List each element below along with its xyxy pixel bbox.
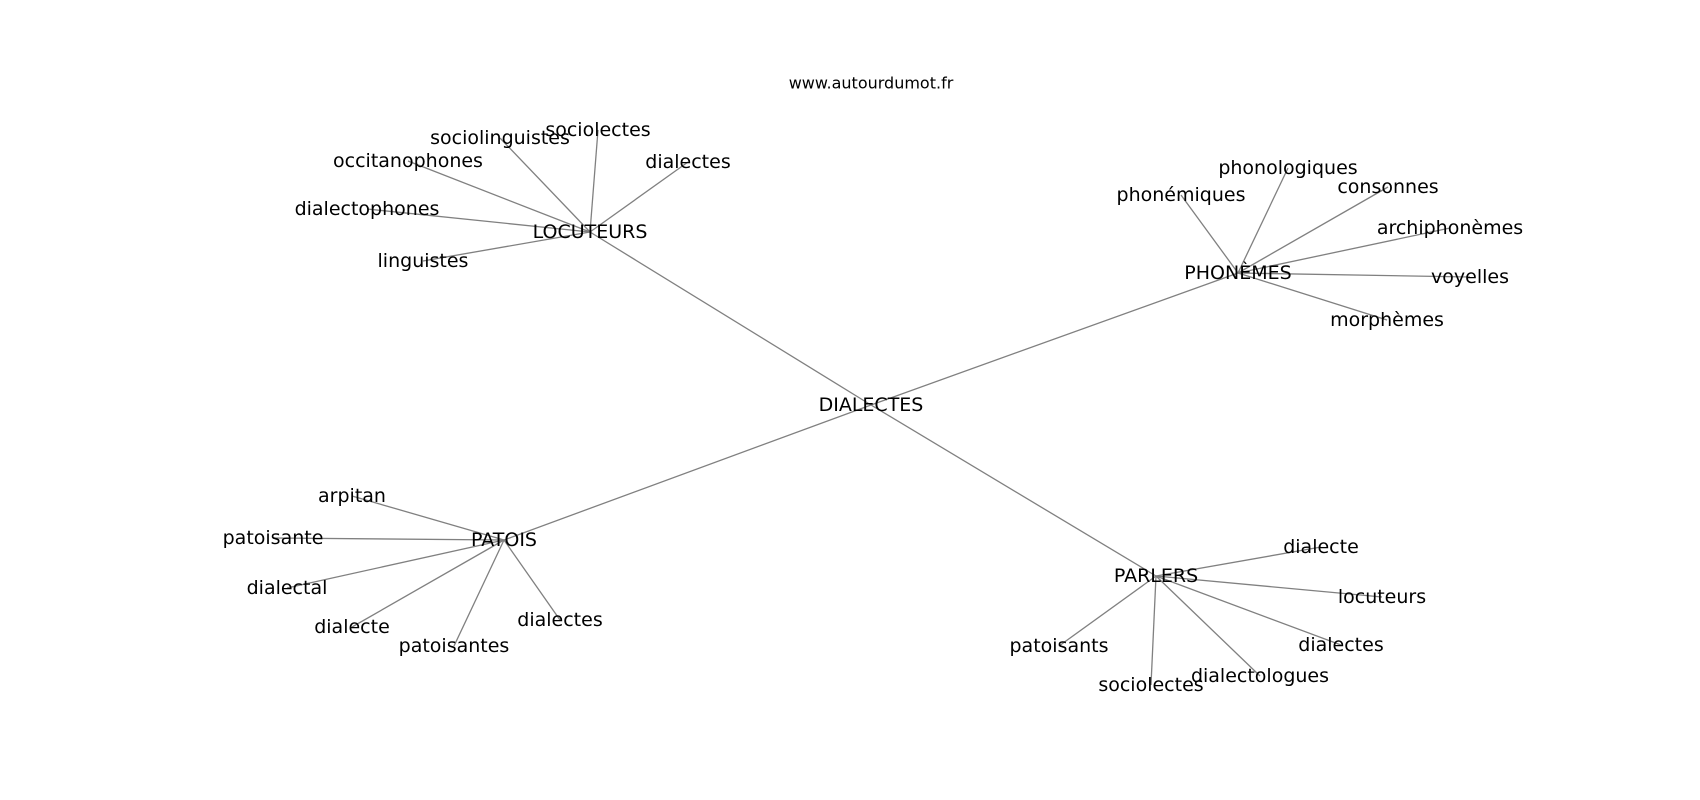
labels: DIALECTESLOCUTEURSsociolinguistessociole… — [223, 119, 1524, 696]
edge-hub-leaf — [351, 539, 505, 628]
node-hub: PHONÈMES — [1184, 261, 1291, 284]
node-leaf: dialectes — [645, 151, 730, 173]
node-leaf: linguistes — [378, 250, 469, 272]
node-leaf: patoisante — [223, 527, 324, 549]
edge-hub-leaf — [1237, 167, 1289, 274]
edge-hub-leaf — [589, 161, 689, 233]
node-hub: LOCUTEURS — [533, 221, 648, 243]
edge-hub-leaf — [1150, 575, 1157, 686]
edge-hub-leaf — [1058, 575, 1157, 647]
edge-center-hub — [589, 231, 872, 406]
node-leaf: dialectophones — [295, 198, 440, 220]
edge-hub-leaf — [1155, 575, 1342, 646]
edge-hub-leaf — [286, 539, 505, 589]
node-leaf: dialectologues — [1191, 665, 1329, 687]
edge-hub-leaf — [453, 539, 505, 647]
edge-hub-leaf — [1155, 575, 1383, 598]
edge-hub-leaf — [1180, 194, 1239, 274]
edges — [272, 129, 1471, 686]
edge-center-hub — [503, 404, 872, 541]
node-leaf: locuteurs — [1338, 586, 1426, 608]
edge-hub-leaf — [366, 208, 591, 233]
node-leaf: consonnes — [1337, 176, 1438, 198]
edge-hub-leaf — [407, 160, 591, 233]
edge-hub-leaf — [1237, 227, 1451, 274]
edge-hub-leaf — [1155, 546, 1322, 577]
edge-hub-leaf — [499, 137, 591, 233]
edge-hub-leaf — [589, 129, 599, 233]
edge-hub-leaf — [1237, 272, 1388, 321]
node-leaf: sociolinguistes — [430, 127, 570, 149]
node-hub: PARLERS — [1114, 565, 1198, 587]
node-leaf: phonologiques — [1218, 157, 1357, 179]
edge-hub-leaf — [272, 537, 505, 541]
edge-hub-leaf — [1155, 575, 1261, 677]
watermark: www.autourdumot.fr — [789, 74, 954, 93]
node-leaf: dialectes — [517, 609, 602, 631]
node-leaf: dialecte — [1283, 536, 1359, 558]
node-leaf: dialectes — [1298, 634, 1383, 656]
node-leaf: dialecte — [314, 616, 390, 638]
edge-hub-leaf — [503, 539, 561, 621]
edge-hub-leaf — [1237, 186, 1389, 274]
node-leaf: phonémiques — [1117, 184, 1246, 206]
node-leaf: sociolectes — [545, 119, 650, 141]
node-leaf: morphèmes — [1330, 309, 1444, 331]
edge-hub-leaf — [422, 231, 591, 262]
edge-hub-leaf — [1237, 272, 1471, 278]
edge-hub-leaf — [351, 495, 505, 541]
edge-center-hub — [870, 404, 1157, 577]
node-leaf: patoisantes — [399, 635, 510, 657]
node-leaf: archiphonèmes — [1377, 217, 1523, 239]
node-leaf: arpitan — [318, 485, 386, 507]
edge-center-hub — [870, 272, 1239, 406]
node-center: DIALECTES — [819, 394, 924, 416]
node-leaf: sociolectes — [1098, 674, 1203, 696]
node-leaf: patoisants — [1010, 635, 1109, 657]
node-leaf: occitanophones — [333, 150, 483, 172]
node-leaf: voyelles — [1431, 266, 1509, 288]
node-hub: PATOIS — [471, 529, 537, 551]
node-leaf: dialectal — [247, 577, 328, 599]
